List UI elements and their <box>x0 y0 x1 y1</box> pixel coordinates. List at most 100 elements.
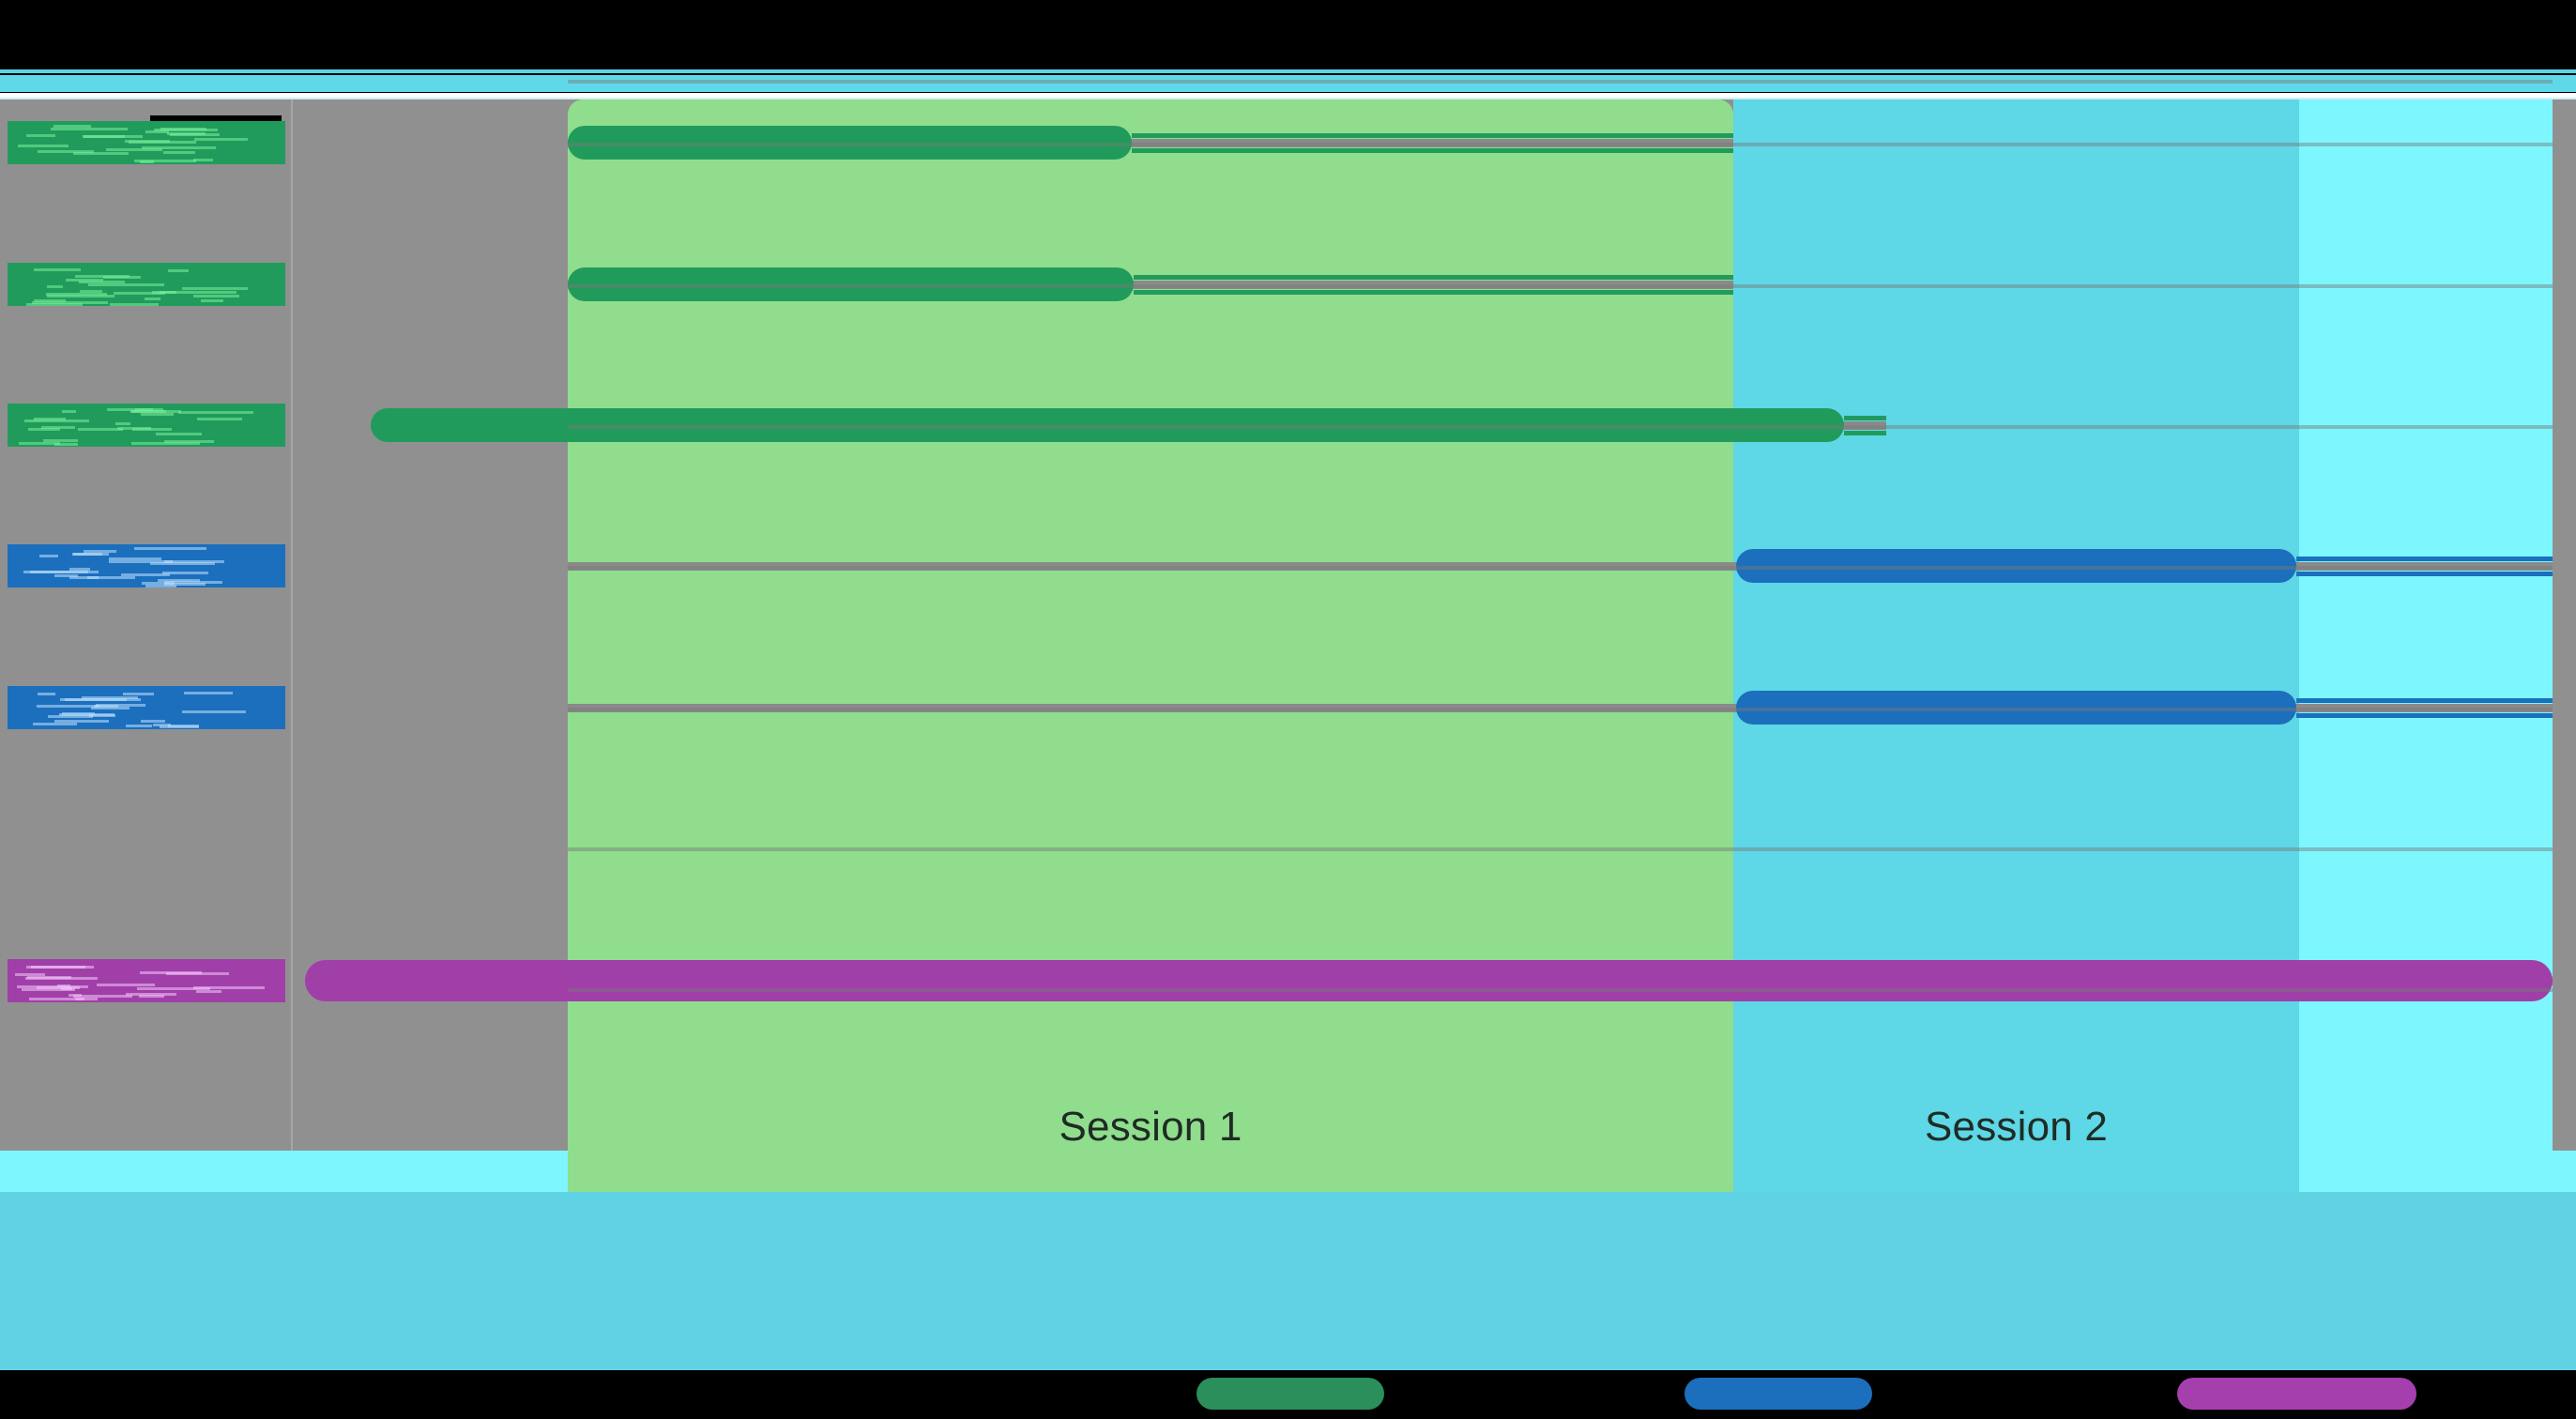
row-label-redacted <box>8 686 285 729</box>
row-thin-extension <box>1844 431 1886 435</box>
redaction-streak <box>31 966 85 969</box>
redaction-streak <box>27 976 71 979</box>
row-thin-extension <box>1132 148 1733 153</box>
redaction-streak <box>193 986 265 989</box>
redaction-streak <box>47 295 114 298</box>
row-thin-extension <box>1134 275 1733 280</box>
gridline <box>568 80 2553 84</box>
redaction-streak <box>197 418 242 420</box>
redaction-streak <box>150 562 215 565</box>
redaction-streak <box>135 408 163 411</box>
redaction-streak <box>38 150 94 153</box>
redaction-streak <box>196 990 221 993</box>
redaction-streak <box>75 998 98 1000</box>
redaction-streak <box>110 303 159 306</box>
redaction-streak <box>145 585 176 587</box>
redaction-streak <box>126 993 176 996</box>
footer-band <box>0 1192 2576 1370</box>
redaction-streak <box>193 159 213 161</box>
session-band-3[interactable] <box>2299 99 2553 1192</box>
row-label-redacted <box>8 263 285 306</box>
redaction-streak <box>19 442 60 445</box>
redaction-streak <box>184 692 233 694</box>
redaction-streak <box>47 285 63 288</box>
plot-area[interactable]: Session 1 Session 2 <box>0 99 2576 1192</box>
redaction-streak <box>126 725 152 727</box>
redaction-streak <box>57 984 70 987</box>
redaction-streak <box>62 410 76 413</box>
row-thin-extension <box>1844 416 1886 420</box>
redaction-streak <box>34 268 81 271</box>
redaction-streak <box>37 705 99 708</box>
redaction-streak <box>182 287 248 290</box>
redaction-streak <box>53 125 91 128</box>
top-rule-band <box>0 75 2576 92</box>
redaction-streak <box>23 571 88 573</box>
redaction-streak <box>141 720 165 723</box>
redaction-streak <box>78 428 123 431</box>
session-1-label: Session 1 <box>568 1104 1733 1151</box>
redaction-streak <box>158 579 200 582</box>
row-thin-extension <box>1134 290 1733 295</box>
redaction-streak <box>84 135 125 138</box>
redaction-streak <box>39 555 58 557</box>
redaction-streak <box>140 971 202 974</box>
redaction-streak <box>194 138 248 141</box>
row-label-redacted <box>8 544 285 587</box>
gridline <box>568 425 2553 429</box>
timeline-bar-purple[interactable] <box>305 960 2553 1001</box>
session-2-label: Session 2 <box>1733 1104 2299 1151</box>
redaction-streak <box>170 133 220 136</box>
redaction-streak <box>88 283 164 286</box>
redaction-streak <box>131 442 200 445</box>
session-band-1[interactable]: Session 1 <box>568 99 1733 1192</box>
redaction-streak <box>132 428 172 431</box>
redaction-streak <box>69 576 99 579</box>
redaction-streak <box>43 439 78 442</box>
redaction-streak <box>97 984 155 986</box>
redaction-streak <box>129 141 196 144</box>
redaction-streak <box>168 269 189 272</box>
redaction-streak <box>18 145 69 147</box>
legend-item[interactable] <box>1197 1378 1384 1410</box>
gridline <box>568 708 2553 711</box>
redaction-streak <box>72 553 102 556</box>
gridline <box>568 988 2553 992</box>
redaction-streak <box>145 298 160 300</box>
row-thin-extension <box>2296 557 2553 561</box>
session-band-2[interactable]: Session 2 <box>1733 99 2299 1192</box>
redaction-streak <box>73 995 132 998</box>
redaction-streak <box>38 693 55 695</box>
redaction-streak <box>182 710 246 713</box>
timeline-row[interactable] <box>0 964 2576 998</box>
row-thin-extension <box>2296 572 2553 576</box>
redaction-streak <box>123 693 154 695</box>
redaction-streak <box>89 714 115 717</box>
legend-item[interactable] <box>2177 1378 2416 1410</box>
redaction-streak <box>65 698 141 701</box>
redaction-streak <box>156 433 202 435</box>
redaction-streak <box>33 723 77 725</box>
redaction-streak <box>106 148 162 151</box>
row-thin-extension <box>2296 698 2553 703</box>
row-thin-extension <box>1132 133 1733 138</box>
redaction-streak <box>84 550 116 553</box>
redaction-streak <box>141 413 174 416</box>
redaction-streak <box>193 295 239 298</box>
redaction-streak <box>145 130 169 133</box>
redaction-streak <box>75 275 130 278</box>
redaction-streak <box>160 725 199 728</box>
redaction-streak <box>163 151 195 154</box>
legend-item[interactable] <box>1684 1378 1872 1410</box>
redaction-streak <box>26 134 55 137</box>
row-label-redacted <box>8 959 285 1002</box>
redaction-streak <box>178 411 253 414</box>
row-thin-extension <box>2296 713 2553 718</box>
redaction-streak <box>41 426 75 429</box>
redaction-streak <box>24 420 89 422</box>
redaction-streak <box>26 303 83 306</box>
legend <box>0 1370 2576 1419</box>
redaction-streak <box>201 299 223 302</box>
redaction-streak <box>54 720 109 723</box>
